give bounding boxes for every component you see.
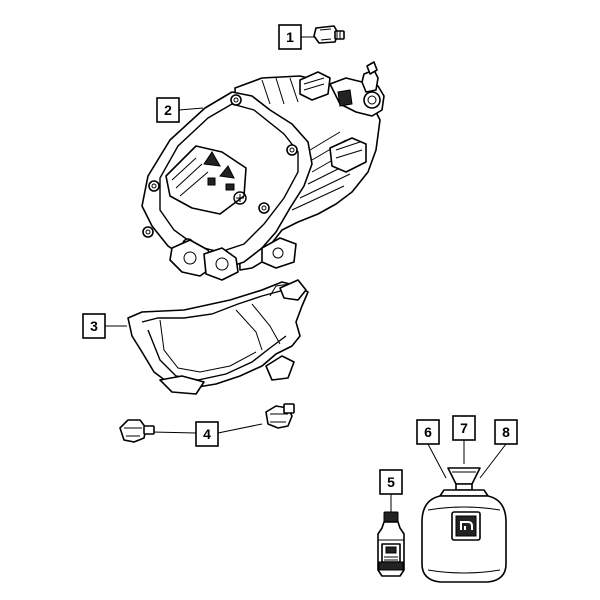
callout-2[interactable]: 2 — [156, 97, 180, 123]
svg-text:7: 7 — [460, 420, 468, 436]
callout-3[interactable]: 3 — [82, 313, 106, 339]
leader-line-6 — [427, 443, 447, 479]
callout-6[interactable]: 6 — [416, 419, 440, 445]
leader-line-4a — [151, 431, 197, 434]
compressor-icon[interactable] — [141, 61, 385, 281]
leader-line-2 — [178, 107, 204, 111]
callout-1[interactable]: 1 — [278, 24, 302, 50]
bolt-icon[interactable] — [313, 25, 345, 44]
svg-text:4: 4 — [203, 426, 211, 442]
bolt-icon[interactable] — [265, 403, 295, 429]
callout-5[interactable]: 5 — [379, 469, 403, 495]
callout-7[interactable]: 7 — [452, 415, 476, 441]
shield-cover-icon[interactable] — [127, 279, 309, 395]
svg-text:5: 5 — [387, 474, 395, 490]
callout-8[interactable]: 8 — [494, 419, 518, 445]
svg-text:2: 2 — [164, 102, 172, 118]
svg-text:1: 1 — [286, 29, 294, 45]
oil-bottle-icon[interactable] — [377, 511, 405, 577]
leader-line-8 — [479, 443, 507, 479]
refrigerant-canister-icon[interactable] — [421, 467, 507, 583]
svg-text:6: 6 — [424, 424, 432, 440]
svg-text:3: 3 — [90, 318, 98, 334]
leader-line-4b — [217, 423, 263, 434]
callout-4[interactable]: 4 — [195, 421, 219, 447]
bolt-icon[interactable] — [119, 419, 155, 443]
svg-text:8: 8 — [502, 424, 510, 440]
